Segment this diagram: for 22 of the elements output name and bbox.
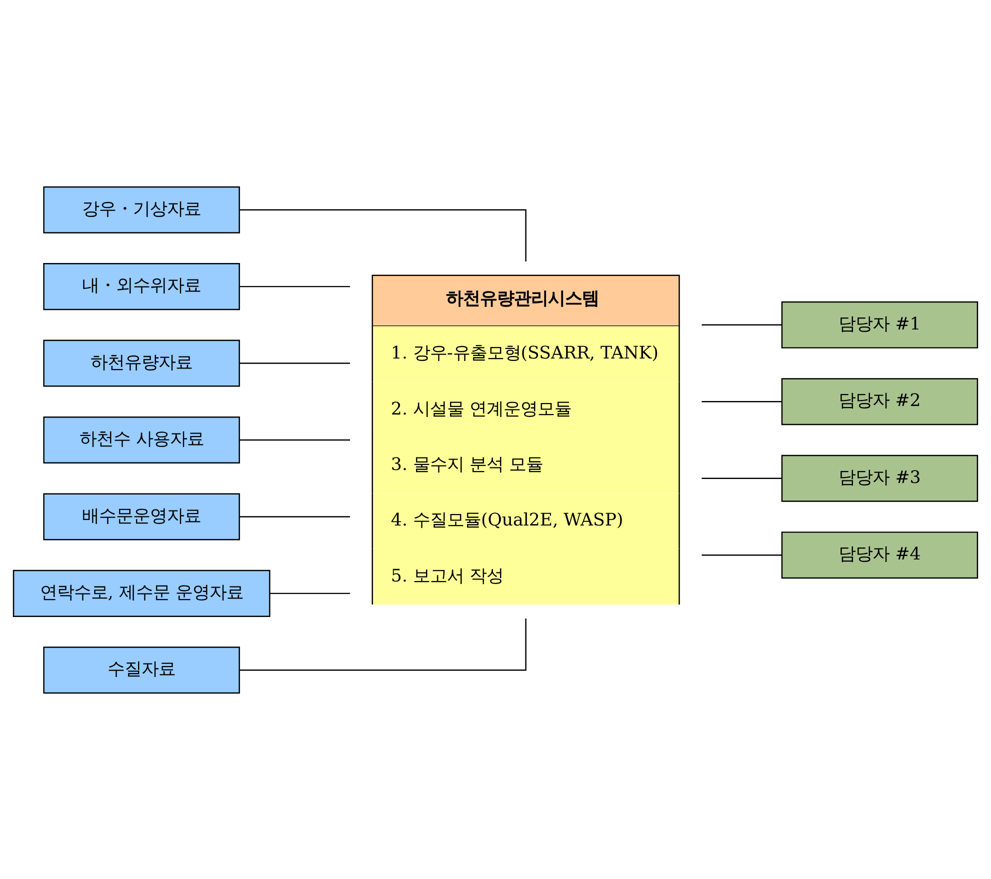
node-box: 담당자 #3 xyxy=(781,454,978,502)
node-box: 담당자 #2 xyxy=(781,378,978,425)
connector xyxy=(702,400,782,402)
connector xyxy=(702,554,782,556)
connector xyxy=(270,592,350,594)
node-box: 연락수로, 제수문 운영자료 xyxy=(12,569,270,616)
connector xyxy=(240,438,350,440)
connector xyxy=(240,285,350,287)
node-box: 하천유량자료 xyxy=(43,339,240,386)
connector xyxy=(240,618,526,670)
connector xyxy=(240,516,350,517)
node-box: 배수문운영자료 xyxy=(43,492,240,540)
connector xyxy=(702,324,782,326)
connector xyxy=(240,362,350,364)
node-box: 강우・기상자료 xyxy=(43,186,240,233)
node-box: 수질자료 xyxy=(43,646,240,694)
node-box: 내・외수위자료 xyxy=(43,262,240,310)
connector xyxy=(240,208,526,261)
node-box: 담당자 #4 xyxy=(781,531,978,578)
connector xyxy=(702,477,782,478)
node-box: 하천수 사용자료 xyxy=(43,416,240,463)
node-box: 담당자 #1 xyxy=(781,300,978,348)
